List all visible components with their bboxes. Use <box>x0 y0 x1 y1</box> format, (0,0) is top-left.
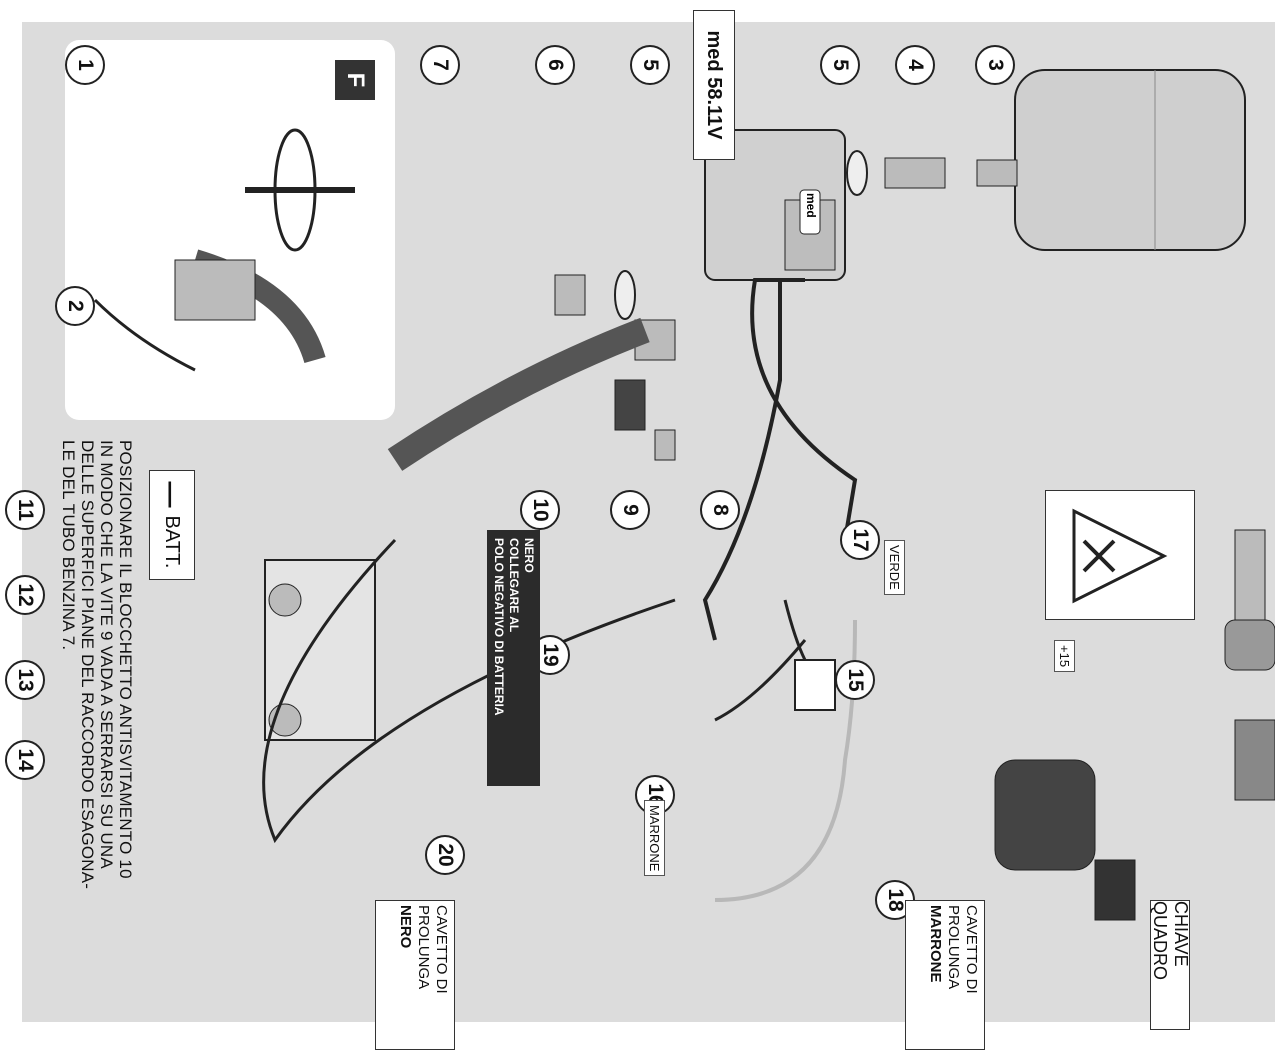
label-marrone: MARRONE <box>644 800 665 877</box>
key <box>1234 719 1275 801</box>
batt-text: BATT. <box>161 515 184 569</box>
label-chiave-quadro: CHIAVE QUADRO <box>1150 900 1191 1030</box>
cavetto-nero-line2: PROLUNGA <box>415 905 432 990</box>
warning-triangle-icon <box>1072 508 1168 604</box>
callout-14: 14 <box>5 740 45 780</box>
callout-20: 20 <box>425 835 465 875</box>
callout-7: 7 <box>420 45 460 85</box>
callout-10: 10 <box>520 490 560 530</box>
label-cavetto-marrone: CAVETTO DI PROLUNGA MARRONE <box>905 900 985 1050</box>
callout-13: 13 <box>5 660 45 700</box>
ignition-switch <box>994 759 1096 871</box>
cavetto-marrone-line2: PROLUNGA <box>945 905 962 990</box>
callout-5a: 5 <box>820 45 860 85</box>
cavetto-nero-line1: CAVETTO DI <box>433 905 450 994</box>
cable-ignition <box>750 278 858 541</box>
label-verde: VERDE <box>884 540 905 595</box>
label-plus15: +15 <box>1054 640 1075 673</box>
wire-green <box>783 599 807 661</box>
nero-line2: POLO NEGATIVO DI BATTERIA <box>492 538 506 716</box>
note-line-3: DELLE SUPERFICI PIANE DEL RACCORDO ESAGO… <box>78 440 97 890</box>
inset-drawing <box>93 128 355 372</box>
brand-logo: med <box>804 193 818 218</box>
label-cavetto-nero: CAVETTO DI PROLUNGA NERO <box>375 900 455 1050</box>
callout-3: 3 <box>975 45 1015 85</box>
callout-9: 9 <box>610 490 650 530</box>
wire-brown <box>714 639 807 722</box>
callout-12: 12 <box>5 575 45 615</box>
nero-line1: COLLEGARE AL <box>507 538 521 633</box>
antiscrew-block <box>614 379 646 431</box>
cavetto-marrone-line3: MARRONE <box>927 905 944 983</box>
note-line-2: IN MODO CHE LA VITE 9 VADA A SERRARSI SU… <box>97 440 116 869</box>
callout-1: 1 <box>65 45 105 85</box>
inset-panel: F <box>65 40 395 420</box>
nero-instruction: NERO COLLEGARE AL POLO NEGATIVO DI BATTE… <box>487 530 540 786</box>
battery <box>264 559 376 741</box>
fuse-holder <box>794 659 836 711</box>
note-line-4: LE DEL TUBO BENZINA 7. <box>59 440 78 651</box>
callout-4: 4 <box>895 45 935 85</box>
ignition-key <box>1094 859 1136 921</box>
model-label: med 58.11V <box>693 10 735 160</box>
fuel-filter <box>1014 69 1246 251</box>
callout-15: 15 <box>835 660 875 700</box>
nero-title: NERO <box>522 538 536 573</box>
cable-black <box>702 280 782 641</box>
cavetto-marrone-line1: CAVETTO DI <box>963 905 980 994</box>
fittings <box>846 150 1018 196</box>
warning-sign <box>1045 490 1195 620</box>
callout-2: 2 <box>55 286 95 326</box>
fuel-hose <box>387 317 650 471</box>
screw <box>654 429 676 461</box>
callout-5b: 5 <box>630 45 670 85</box>
cavetto-nero-line3: NERO <box>397 905 414 949</box>
callout-11: 11 <box>5 490 45 530</box>
instruction-note: POSIZIONARE IL BLOCCHETTO ANTISVITAMENTO… <box>59 440 135 1030</box>
callout-17: 17 <box>840 520 880 560</box>
callout-8: 8 <box>700 490 740 530</box>
callout-6: 6 <box>535 45 575 85</box>
note-line-1: POSIZIONARE IL BLOCCHETTO ANTISVITAMENTO… <box>116 440 135 879</box>
connector-pin <box>1234 529 1266 631</box>
key-switch <box>1224 619 1275 671</box>
label-batt: —BATT. <box>149 470 195 580</box>
